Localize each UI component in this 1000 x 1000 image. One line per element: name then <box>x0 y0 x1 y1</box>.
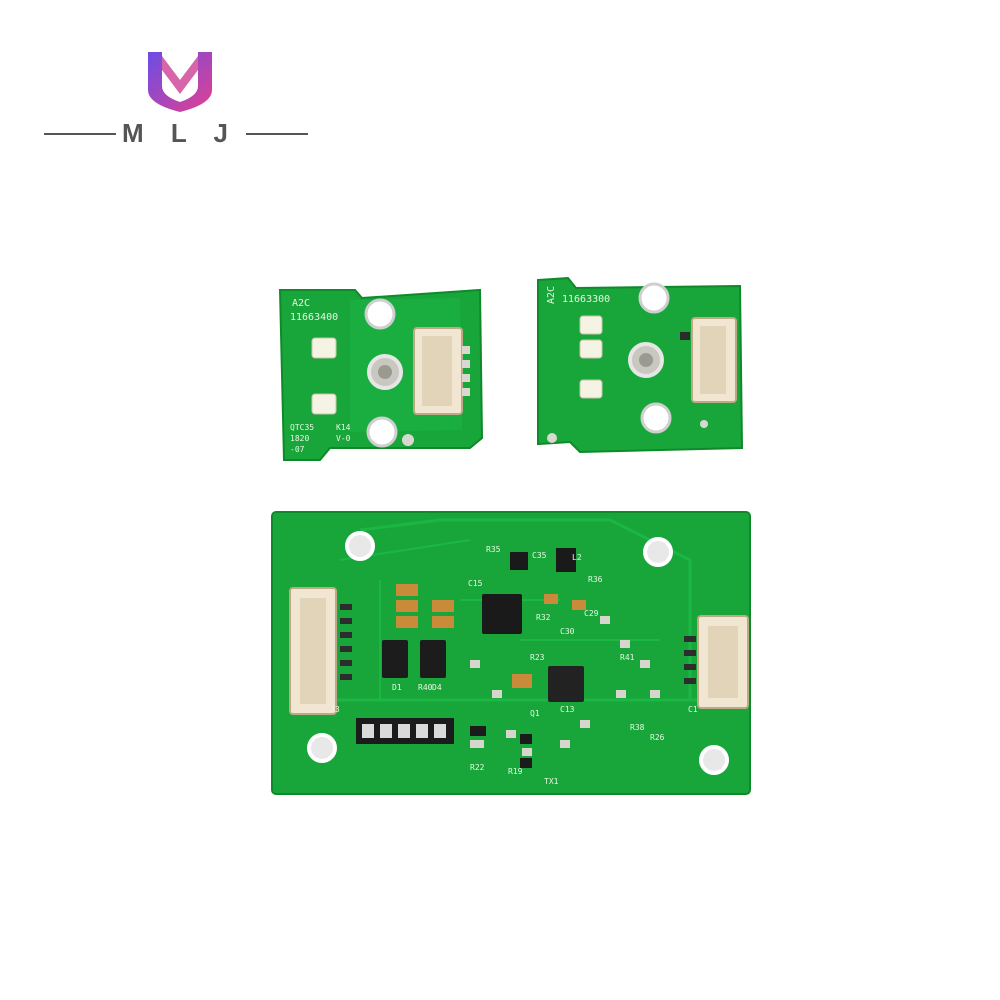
silkscreen-label: R32 <box>536 613 551 622</box>
silkscreen-label: R36 <box>588 575 603 584</box>
silkscreen-label: J3 <box>330 705 340 714</box>
silkscreen-label: L2 <box>572 553 582 562</box>
left-board-id: A2C <box>292 298 310 309</box>
silkscreen-label: Q1 <box>530 709 540 718</box>
silkscreen-label: C35 <box>532 551 547 560</box>
silkscreen-label: R38 <box>630 723 645 732</box>
silkscreen-label: R23 <box>530 653 545 662</box>
silkscreen-label: C30 <box>560 627 575 636</box>
silkscreen-label: R41 <box>620 653 635 662</box>
left-board-code4: K14 <box>336 423 351 432</box>
left-board-code2: 1820 <box>290 434 309 443</box>
right-board-part: 11663300 <box>562 294 610 305</box>
right-led-board: A2C 11663300 <box>537 276 744 454</box>
silkscreen-label: D1 <box>392 683 402 692</box>
left-board-code3: -07 <box>290 445 305 454</box>
left-board-code1: QTC35 <box>290 423 314 432</box>
brand-logo: M L J <box>40 40 320 160</box>
silkscreen-label: C15 <box>468 579 483 588</box>
brand-name: M L J <box>122 118 238 148</box>
logo-line-left <box>44 133 116 135</box>
mlj-logo-icon <box>148 52 212 112</box>
silkscreen-label: R19 <box>508 767 523 776</box>
silkscreen-label: C1 <box>688 705 698 714</box>
right-board-id: A2C <box>546 286 557 304</box>
silkscreen-label: R35 <box>486 545 501 554</box>
silkscreen-label: C29 <box>584 609 599 618</box>
logo-line-right <box>246 133 308 135</box>
silkscreen-label: R40 <box>418 683 433 692</box>
left-led-board: A2C 11663400 QTC35 1820 -07 K14 V-0 <box>278 288 484 461</box>
silkscreen-label: TX1 <box>544 777 559 786</box>
silkscreen-label: C13 <box>560 705 575 714</box>
silkscreen-label: R26 <box>650 733 665 742</box>
left-board-part: 11663400 <box>290 312 338 323</box>
silkscreen-label: R22 <box>470 763 485 772</box>
silkscreen-label: D4 <box>432 683 442 692</box>
left-board-code5: V-0 <box>336 434 351 443</box>
